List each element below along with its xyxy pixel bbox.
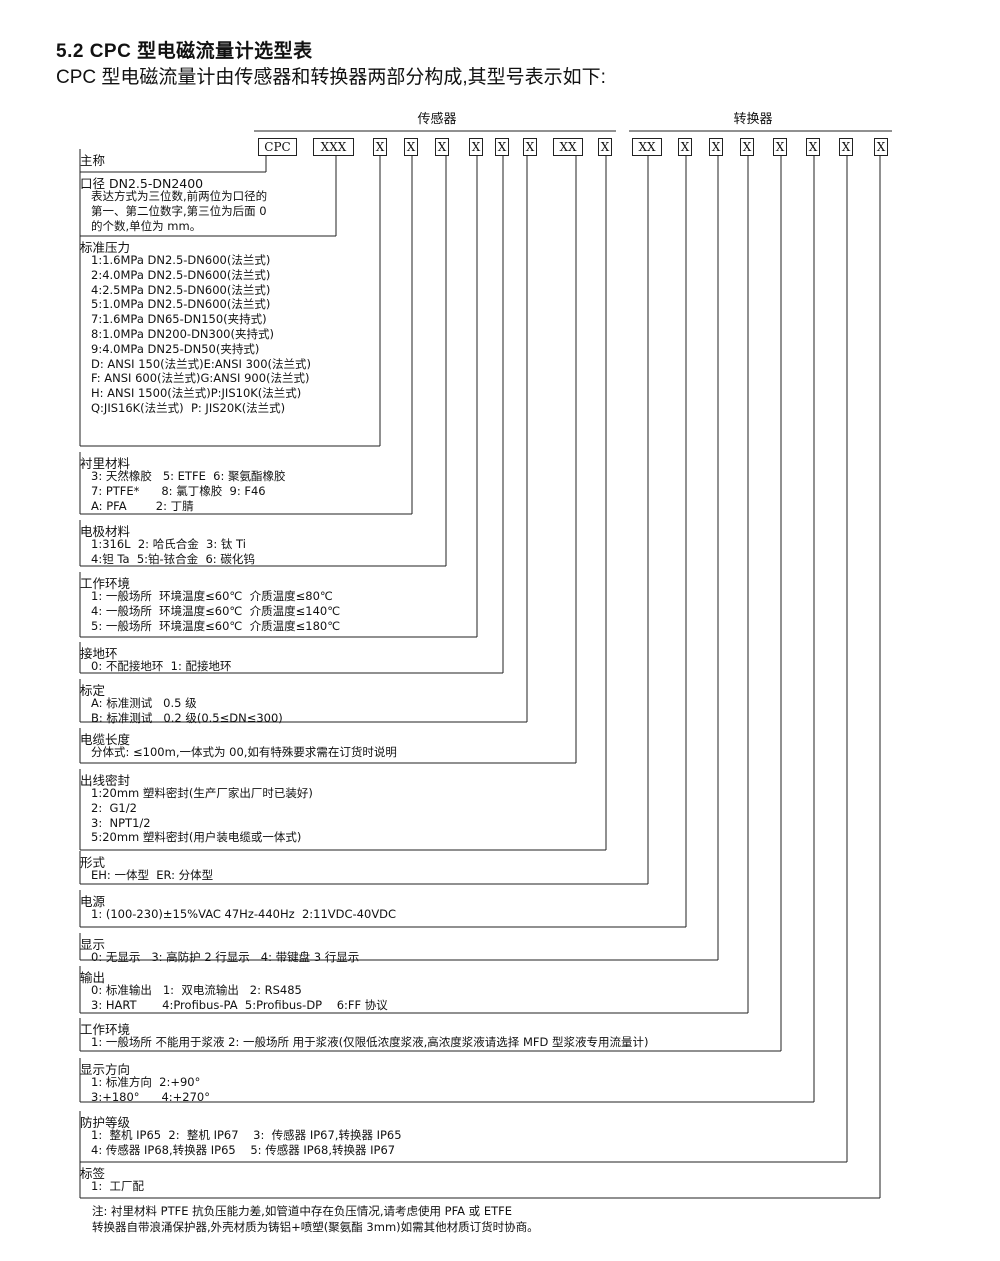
- section-title-7: 标定: [80, 683, 106, 698]
- code-box-5: X: [469, 138, 483, 156]
- page-subtitle: CPC 型电磁流量计由传感器和转换器两部分构成,其型号表示如下:: [56, 67, 606, 88]
- section-title-11: 电源: [80, 894, 106, 909]
- sensor-group-label: 传感器: [417, 111, 457, 126]
- section-6-line-0: 0: 不配接地环 1: 配接地环: [91, 659, 232, 673]
- section-2-line-6: 9:4.0MPa DN25-DN50(夹持式): [91, 341, 260, 356]
- section-16-line-0: 1: 整机 IP65 2: 整机 IP67 3: 传感器 IP67,转换器 IP…: [91, 1128, 402, 1142]
- section-title-2: 标准压力: [80, 240, 131, 255]
- section-title-0: 主称: [80, 153, 106, 168]
- section-2-line-7: D: ANSI 150(法兰式)E:ANSI 300(法兰式): [91, 356, 312, 371]
- section-title-1: 口径 DN2.5-DN2400: [80, 176, 204, 191]
- section-15-line-1: 3:+180° 4:+270°: [91, 1089, 210, 1104]
- section-title-4: 电极材料: [80, 524, 131, 539]
- code-box-9: X: [598, 138, 612, 156]
- code-box-14: X: [773, 138, 787, 156]
- section-title-15: 显示方向: [80, 1062, 131, 1077]
- section-4-line-0: 1:316L 2: 哈氏合金 3: 钛 Ti: [91, 537, 246, 551]
- section-2-line-0: 1:1.6MPa DN2.5-DN600(法兰式): [91, 253, 271, 267]
- section-title-14: 工作环境: [80, 1022, 131, 1037]
- note-line-1: 注: 衬里材料 PTFE 抗负压能力差,如管道中存在负压情况,请考虑使用 PFA…: [92, 1204, 512, 1218]
- code-box-7: X: [523, 138, 537, 156]
- section-2-line-5: 8:1.0MPa DN200-DN300(夹持式): [91, 327, 274, 341]
- section-2-line-2: 4:2.5MPa DN2.5-DN600(法兰式): [91, 282, 271, 297]
- section-16-line-1: 4: 传感器 IP68,转换器 IP65 5: 传感器 IP68,转换器 IP6…: [91, 1142, 396, 1157]
- page-title: 5.2 CPC 型电磁流量计选型表: [56, 41, 313, 62]
- code-box-3: X: [404, 138, 418, 156]
- section-title-6: 接地环: [80, 646, 118, 661]
- section-2-line-4: 7:1.6MPa DN65-DN150(夹持式): [91, 312, 267, 327]
- section-8-line-0: 分体式: ≤100m,一体式为 00,如有特殊要求需在订货时说明: [91, 745, 397, 759]
- section-7-line-0: A: 标准测试 0.5 级: [91, 696, 197, 710]
- section-2-line-9: H: ANSI 1500(法兰式)P:JIS10K(法兰式): [91, 386, 302, 401]
- code-box-1: XXX: [313, 138, 354, 156]
- section-9-line-0: 1:20mm 塑料密封(生产厂家出厂时已装好): [91, 786, 313, 800]
- section-9-line-3: 5:20mm 塑料密封(用户装电缆或一体式): [91, 830, 302, 845]
- section-13-line-0: 0: 标准输出 1: 双电流输出 2: RS485: [91, 983, 302, 997]
- code-box-2: X: [373, 138, 387, 156]
- section-11-line-0: 1: (100-230)±15%VAC 47Hz-440Hz 2:11VDC-4…: [91, 907, 397, 921]
- section-9-line-1: 2: G1/2: [91, 800, 137, 815]
- section-4-line-1: 4:钽 Ta 5:铂-铱合金 6: 碳化钨: [91, 551, 255, 566]
- code-box-16: X: [839, 138, 853, 156]
- code-box-15: X: [806, 138, 820, 156]
- section-title-13: 输出: [80, 970, 106, 985]
- section-5-line-1: 4: 一般场所 环境温度≤60℃ 介质温度≤140℃: [91, 603, 341, 618]
- section-2-line-1: 2:4.0MPa DN2.5-DN600(法兰式): [91, 267, 271, 282]
- code-box-13: X: [740, 138, 754, 156]
- section-title-10: 形式: [80, 855, 106, 870]
- section-2-line-3: 5:1.0MPa DN2.5-DN600(法兰式): [91, 297, 271, 312]
- code-box-8: XX: [553, 138, 583, 156]
- section-title-12: 显示: [80, 937, 106, 952]
- code-box-10: XX: [632, 138, 662, 156]
- section-2-line-10: Q:JIS16K(法兰式) P: JIS20K(法兰式): [91, 401, 286, 415]
- section-17-line-0: 1: 工厂配: [91, 1179, 145, 1193]
- section-9-line-2: 3: NPT1/2: [91, 815, 151, 830]
- section-title-5: 工作环境: [80, 576, 131, 591]
- section-3-line-0: 3: 天然橡胶 5: ETFE 6: 聚氨酯橡胶: [91, 469, 286, 483]
- section-title-8: 电缆长度: [80, 732, 131, 747]
- code-box-11: X: [678, 138, 692, 156]
- code-box-0: CPC: [258, 138, 297, 156]
- section-3-line-1: 7: PTFE* 8: 氯丁橡胶 9: F46: [91, 483, 266, 498]
- section-5-line-0: 1: 一般场所 环境温度≤60℃ 介质温度≤80℃: [91, 589, 333, 603]
- section-3-line-2: A: PFA 2: 丁腈: [91, 498, 194, 513]
- section-12-line-0: 0: 无显示 3: 高防护 2 行显示 4: 带键盘 3 行显示: [91, 950, 360, 964]
- code-box-12: X: [709, 138, 723, 156]
- section-1-line-1: 第一、第二位数字,第三位为后面 0: [91, 203, 267, 218]
- section-1-line-2: 的个数,单位为 mm。: [91, 218, 202, 233]
- section-5-line-2: 5: 一般场所 环境温度≤60℃ 介质温度≤180℃: [91, 618, 341, 633]
- code-box-6: X: [495, 138, 509, 156]
- note-line-2: 转换器自带浪涌保护器,外壳材质为铸铝+喷塑(聚氨酯 3mm)如需其他材质订货时协…: [92, 1220, 539, 1234]
- section-title-16: 防护等级: [80, 1115, 131, 1130]
- section-7-line-1: B: 标准测试 0.2 级(0.5≤DN≤300): [91, 710, 283, 725]
- section-13-line-1: 3: HART 4:Profibus-PA 5:Profibus-DP 6:FF…: [91, 997, 388, 1012]
- section-1-line-0: 表达方式为三位数,前两位为口径的: [91, 189, 268, 203]
- section-title-9: 出线密封: [80, 773, 131, 788]
- section-title-17: 标签: [80, 1166, 106, 1181]
- section-15-line-0: 1: 标准方向 2:+90°: [91, 1075, 201, 1089]
- code-box-17: X: [874, 138, 888, 156]
- section-2-line-8: F: ANSI 600(法兰式)G:ANSI 900(法兰式): [91, 371, 310, 386]
- converter-group-label: 转换器: [733, 111, 773, 126]
- section-title-3: 衬里材料: [80, 456, 131, 471]
- section-14-line-0: 1: 一般场所 不能用于浆液 2: 一般场所 用于浆液(仅限低浓度浆液,高浓度浆…: [91, 1035, 649, 1049]
- section-10-line-0: EH: 一体型 ER: 分体型: [91, 868, 214, 882]
- code-box-4: X: [435, 138, 449, 156]
